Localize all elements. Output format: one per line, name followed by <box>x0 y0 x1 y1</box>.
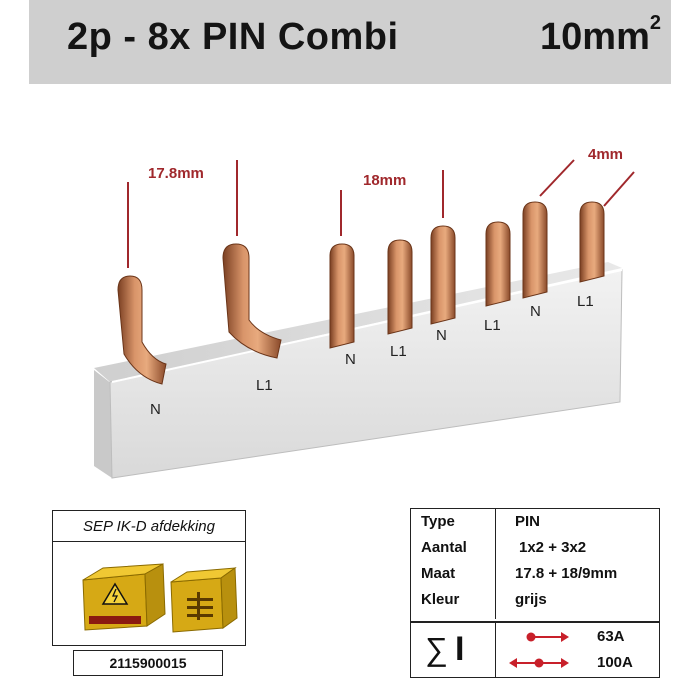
busbar-illustration: N L1 N L1 N L1 N L1 <box>94 159 635 479</box>
pin-2 <box>222 243 282 359</box>
spec-divider <box>495 622 496 677</box>
pin-label: N <box>530 303 541 320</box>
spec-row-size: Maat 17.8 + 18/9mm <box>411 561 659 586</box>
dim-line <box>603 171 635 207</box>
pin-label: N <box>345 351 356 368</box>
pin-3 <box>329 243 355 349</box>
spec-value: 1x2 + 3x2 <box>519 539 587 556</box>
spec-row-type: Type PIN <box>411 509 659 534</box>
current-row-100a: 100A <box>499 651 659 675</box>
dimension-label-4: 4mm <box>588 146 624 163</box>
busbar-face <box>109 269 623 479</box>
feed-end-icon <box>526 632 569 642</box>
pin-label: N <box>150 401 161 418</box>
cross-section: 10mm2 <box>540 12 661 59</box>
pin-label: L1 <box>256 377 273 394</box>
accessory-code: 2115900015 <box>73 650 223 676</box>
title-bar: 2p - 8x PIN Combi 10mm2 <box>29 0 671 84</box>
sum-icon: ∑ <box>425 631 448 667</box>
end-cap-illustration <box>82 563 238 633</box>
spec-value: PIN <box>515 513 541 530</box>
dimension-label-18: 18mm <box>363 172 407 189</box>
pin-label: N <box>436 327 447 344</box>
pin-7 <box>522 201 548 299</box>
spec-value: 17.8 + 18/9mm <box>515 565 618 582</box>
dimension-label-17-8: 17.8mm <box>148 165 204 182</box>
spec-row-count: Aantal 1x2 + 3x2 <box>411 535 659 560</box>
pin-4 <box>387 239 413 335</box>
dim-line <box>539 159 575 197</box>
pin-5 <box>430 225 456 325</box>
spec-row-color: Kleur grijs <box>411 587 659 612</box>
current-value: 100A <box>597 654 633 671</box>
accessory-box: SEP IK-D afdekking <box>52 510 246 646</box>
current-row-63a: 63A <box>499 625 659 649</box>
spec-table: Type PIN Aantal 1x2 + 3x2 Maat 17.8 + 18… <box>410 508 660 678</box>
feed-center-icon <box>509 658 569 668</box>
pin-6 <box>485 221 511 307</box>
pin-8 <box>579 201 605 283</box>
spec-label: Maat <box>421 565 456 582</box>
pin-label: L1 <box>577 293 594 310</box>
spec-divider <box>411 621 659 623</box>
pin-label: L1 <box>390 343 407 360</box>
product-title: 2p - 8x PIN Combi <box>67 16 399 58</box>
spec-value: grijs <box>515 591 547 608</box>
spec-label: Aantal <box>421 539 467 556</box>
pin-label: L1 <box>484 317 501 334</box>
current-value: 63A <box>597 628 625 645</box>
pin-1 <box>117 275 167 385</box>
cross-section-value: 10mm <box>540 16 650 58</box>
current-icon: I <box>455 630 465 668</box>
busbar-front <box>94 370 112 478</box>
spec-label: Type <box>421 513 455 530</box>
warning-icon <box>101 582 129 605</box>
spec-label: Kleur <box>421 591 460 608</box>
accessory-title: SEP IK-D afdekking <box>53 511 245 542</box>
spec-divider <box>495 509 496 619</box>
cap-slot <box>89 616 141 624</box>
cross-section-unit-exponent: 2 <box>649 12 661 35</box>
